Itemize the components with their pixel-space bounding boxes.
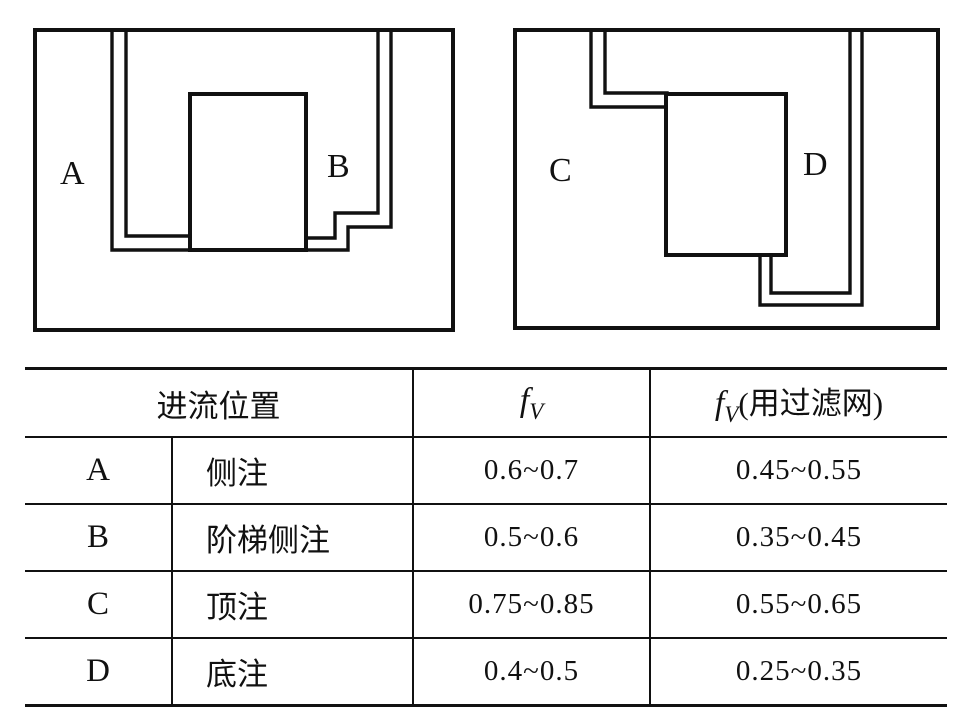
- diagram-top-bottom-gating: C D: [513, 28, 940, 330]
- position-cell: 侧注: [172, 437, 414, 504]
- col-header-fv: fV: [413, 368, 651, 438]
- gating-coefficient-table: 进流位置 fV fV(用过滤网) A 侧注 0.6~0.7 0.45~0.55 …: [25, 367, 947, 707]
- col-header-inflow-position: 进流位置: [25, 368, 414, 438]
- position-cell: 顶注: [172, 570, 414, 638]
- channel-c-outer-wall: [589, 30, 668, 109]
- row-key-cell: A: [25, 437, 173, 504]
- fv-value-cell: 0.6~0.7: [413, 437, 651, 504]
- mold-outline-left: [33, 28, 455, 332]
- table-row: A 侧注 0.6~0.7 0.45~0.55: [25, 437, 947, 504]
- sprue-a-inner-wall: [124, 30, 192, 238]
- label-d: D: [803, 146, 828, 183]
- label-c: C: [549, 152, 572, 189]
- fv-filter-value-cell: 0.45~0.55: [735, 454, 863, 486]
- channel-b-outer-wall: [304, 30, 393, 252]
- gating-position-diagrams: A B C D: [33, 28, 940, 332]
- table-header-row: 进流位置 fV fV(用过滤网): [25, 368, 947, 438]
- channel-c-inner-wall: [603, 30, 669, 95]
- diagram-side-gating: A B: [33, 28, 455, 332]
- row-key-cell: D: [25, 637, 173, 706]
- position-cell: 阶梯侧注: [172, 503, 414, 571]
- casting-cavity-left: [188, 92, 308, 252]
- fv-value-cell: 0.4~0.5: [413, 637, 651, 706]
- fv-filter-value-cell: 0.25~0.35: [650, 637, 947, 706]
- table-row: B 阶梯侧注 0.5~0.6 0.35~0.45: [25, 503, 947, 571]
- mold-outline-right: [513, 28, 940, 330]
- fv-filter-symbol: fV: [714, 385, 739, 427]
- fv-symbol: fV: [519, 381, 544, 424]
- col-header-fv-filter: fV(用过滤网): [650, 368, 947, 438]
- fv-value-cell: 0.75~0.85: [413, 570, 651, 638]
- table-row: C 顶注 0.75~0.85 0.55~0.65: [25, 570, 947, 638]
- casting-cavity-right: [664, 92, 788, 257]
- fv-filter-value-cell: 0.55~0.65: [650, 570, 947, 638]
- channel-d-inner-wall: [769, 30, 852, 295]
- table-row: D 底注 0.4~0.5 0.25~0.35: [25, 637, 947, 706]
- fv-filter-value-cell: 0.35~0.45: [650, 503, 947, 571]
- channel-d-outer-wall: [758, 30, 864, 307]
- label-a: A: [60, 155, 85, 192]
- row-key-cell: B: [25, 503, 173, 571]
- label-b: B: [327, 148, 350, 185]
- fv-filter-suffix: (用过滤网): [738, 386, 884, 422]
- row-key-cell: C: [25, 570, 173, 638]
- position-cell: 底注: [172, 637, 414, 706]
- channel-b-inner-wall: [304, 30, 380, 240]
- fv-value-cell: 0.5~0.6: [413, 503, 651, 571]
- sprue-a-outer-wall: [110, 30, 192, 252]
